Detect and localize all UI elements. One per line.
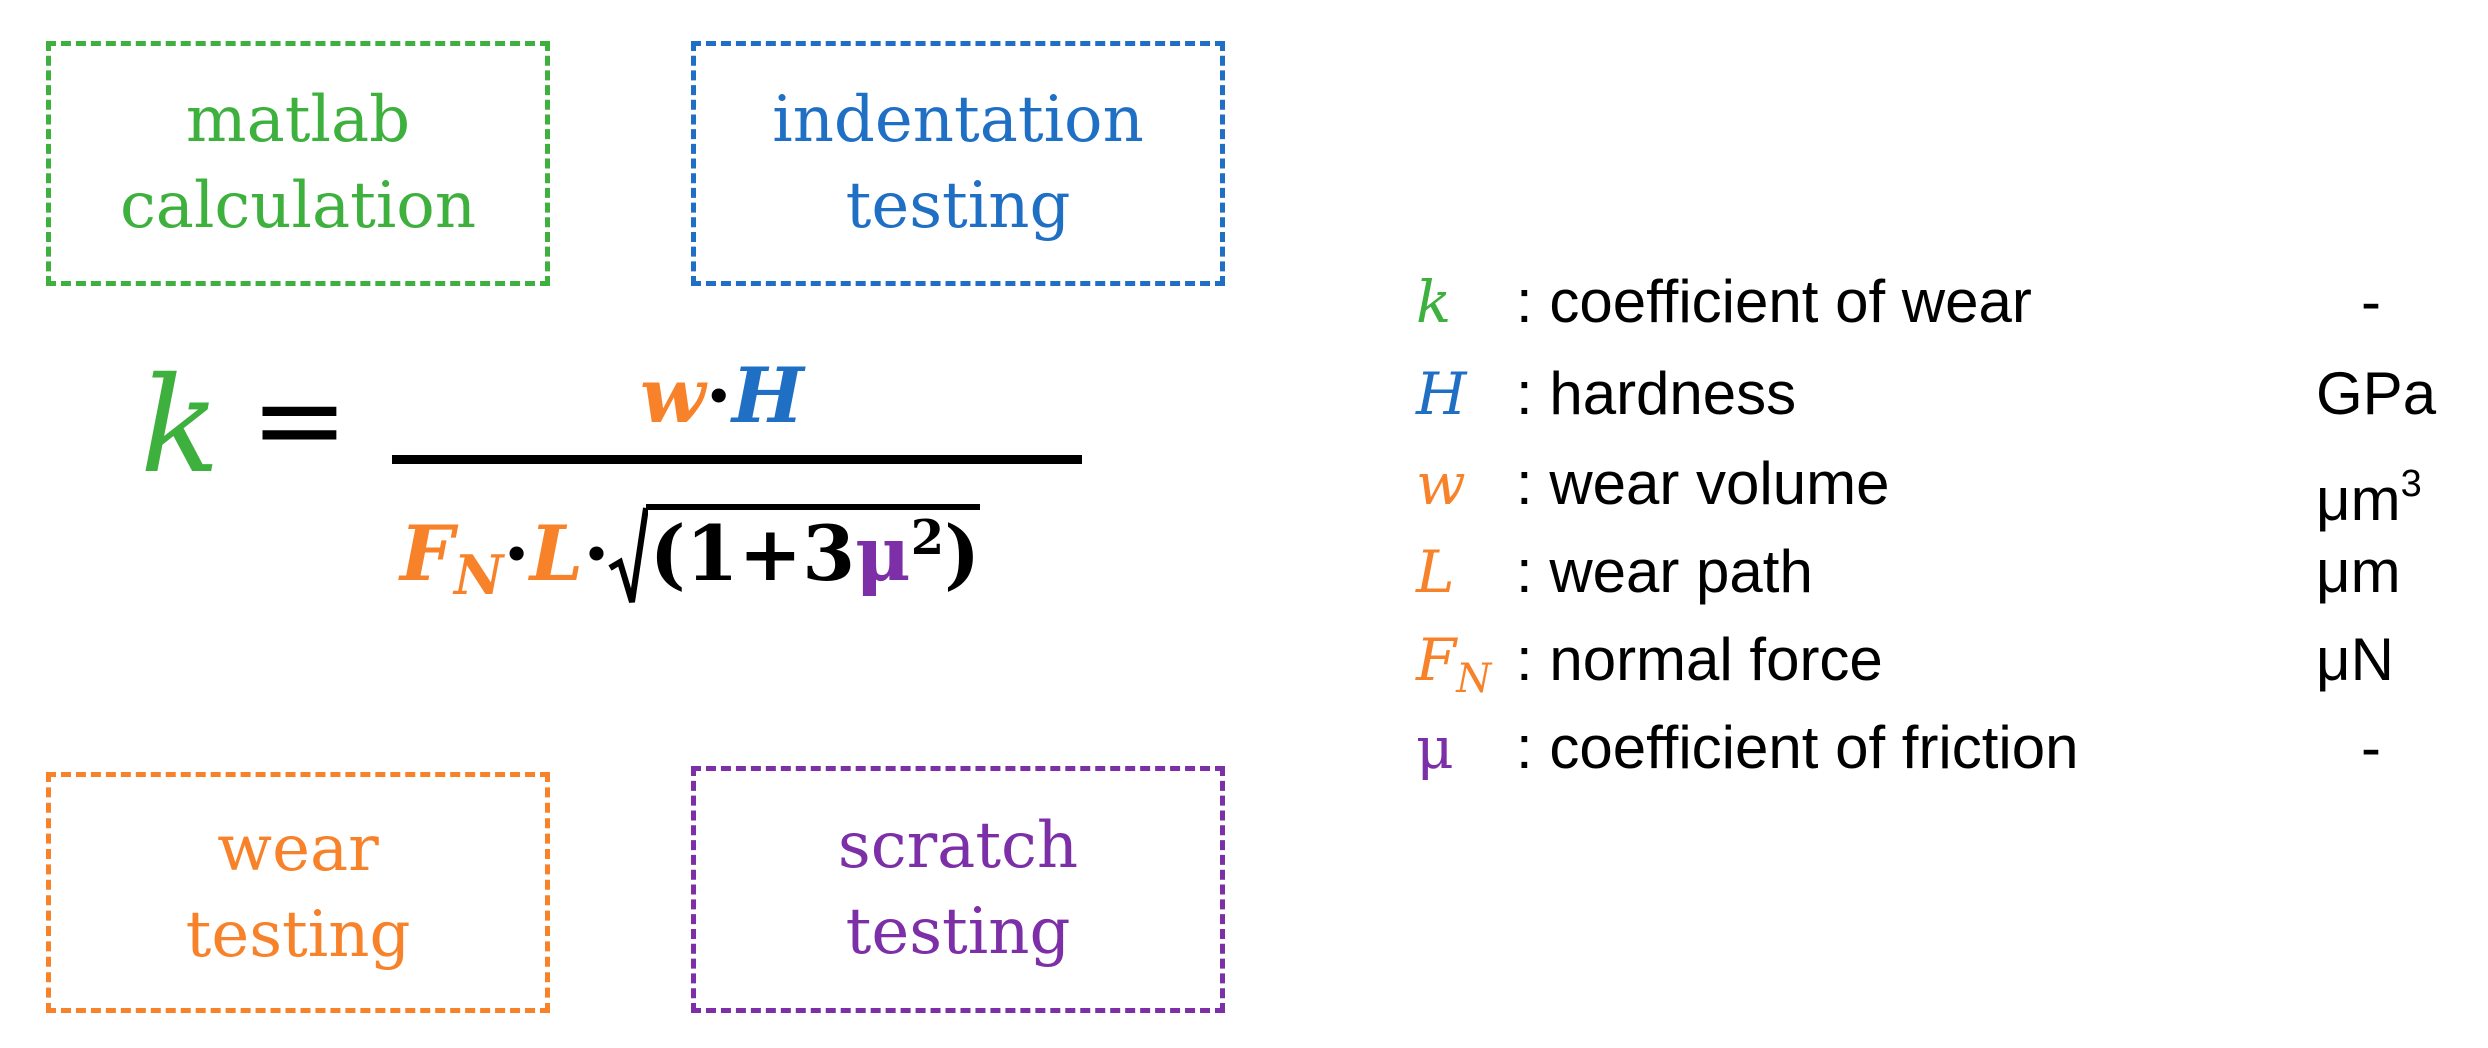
indentation-box-line1: indentation	[772, 82, 1144, 157]
fraction-bar	[392, 455, 1082, 464]
legend-row-k: k : coefficient of wear -	[1416, 262, 2476, 342]
indentation-box-line2: testing	[845, 168, 1071, 243]
root-open: (1+3	[649, 509, 856, 598]
legend-symbol-H-text: H	[1416, 360, 1467, 428]
numerator-dot: ·	[705, 351, 732, 440]
legend-unit-k: -	[2361, 268, 2381, 335]
matlab-calculation-box: matlab calculation	[46, 41, 550, 286]
scratch-testing-box: scratch testing	[691, 766, 1225, 1013]
root-close: )	[944, 509, 981, 598]
wear-box-line1: wear	[217, 811, 379, 886]
denominator-dot-2: ·	[583, 509, 610, 598]
formula-equals-sign: =	[250, 350, 349, 488]
denominator-F: F	[400, 509, 454, 598]
legend-symbol-mu: μ	[1416, 708, 1454, 788]
matlab-box-line2: calculation	[119, 168, 477, 243]
legend-symbol-L-text: L	[1416, 538, 1455, 606]
square-root: (1+3μ2)	[608, 504, 981, 603]
legend-desc-FN: : normal force	[1516, 626, 1883, 693]
numerator-H: H	[731, 351, 804, 440]
legend-symbol-w-text: w	[1416, 450, 1466, 518]
root-exponent: 2	[910, 510, 945, 566]
legend-symbol-L: L	[1416, 532, 1455, 612]
wear-box-line2: testing	[185, 897, 411, 972]
formula-numerator: w·H	[640, 358, 804, 434]
denominator-dot-1: ·	[503, 509, 530, 598]
indentation-testing-box: indentation testing	[691, 41, 1225, 286]
legend-unit-L: μm	[2316, 538, 2401, 605]
legend-unit-FN: μN	[2316, 626, 2394, 693]
wear-testing-box: wear testing	[46, 772, 550, 1013]
scratch-box-line1: scratch	[837, 808, 1079, 883]
scratch-box-line2: testing	[845, 894, 1071, 969]
legend-row-FN: FN : normal force μN	[1416, 620, 2476, 702]
root-mu: μ	[855, 509, 911, 598]
legend-desc-H: : hardness	[1516, 360, 1797, 427]
legend-desc-k: : coefficient of wear	[1516, 268, 2032, 335]
radical-sign-icon	[608, 507, 648, 603]
legend-desc-w: : wear volume	[1516, 450, 1890, 517]
legend-symbol-w: w	[1416, 444, 1466, 524]
formula-denominator: FN·L·(1+3μ2)	[400, 504, 981, 603]
denominator-F-subscript: N	[453, 543, 504, 607]
formula-lhs-k: k	[140, 349, 220, 503]
legend-desc-L: : wear path	[1516, 538, 1813, 605]
legend-symbol-H: H	[1416, 354, 1467, 434]
legend-unit-mu: -	[2361, 714, 2381, 781]
legend-row-L: L : wear path μm	[1416, 532, 2476, 612]
legend-unit-H: GPa	[2316, 360, 2437, 427]
denominator-L: L	[529, 509, 584, 598]
legend-symbol-FN-text: F	[1416, 626, 1457, 694]
legend-unit-w: μm3	[2316, 444, 2422, 540]
legend-symbol-FN: FN	[1416, 620, 1491, 719]
legend-symbol-mu-text: μ	[1416, 714, 1454, 782]
numerator-w: w	[640, 351, 706, 440]
matlab-box-line1: matlab	[185, 82, 411, 157]
legend-symbol-k: k	[1416, 262, 1451, 342]
legend-unit-w-exponent: 3	[2400, 463, 2422, 505]
legend-row-w: w : wear volume μm3	[1416, 444, 2476, 533]
legend-symbol-FN-subscript: N	[1456, 656, 1492, 702]
legend-desc-mu: : coefficient of friction	[1516, 714, 2079, 781]
legend-row-H: H : hardness GPa	[1416, 354, 2476, 434]
legend-row-mu: μ : coefficient of friction -	[1416, 708, 2476, 788]
legend-symbol-k-text: k	[1416, 268, 1452, 336]
legend-unit-w-base: μm	[2316, 466, 2401, 533]
